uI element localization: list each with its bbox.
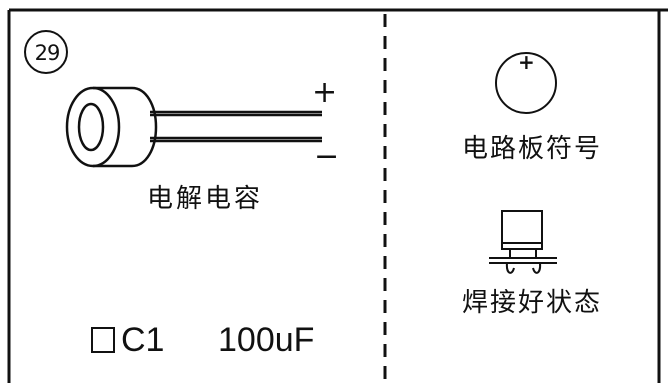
soldered-capacitor-drawing: [489, 210, 557, 274]
component-name: 电解电容: [146, 184, 263, 214]
item-number: 29: [34, 41, 61, 65]
negative-lead-mark: −: [314, 139, 340, 174]
done-checkbox[interactable]: [91, 327, 115, 353]
item-number-circle: [24, 30, 68, 74]
card-frame: [7, 8, 668, 383]
positive-lead-mark: +: [312, 75, 338, 110]
pcb-symbol-label: 电路板符号: [461, 134, 602, 164]
pcb-polarity-mark: +: [518, 50, 535, 74]
solder-state-label: 焊接好状态: [461, 288, 602, 318]
part-value: 100uF: [218, 321, 315, 359]
capacitor-drawing: [65, 86, 322, 168]
part-designator: C1: [121, 321, 165, 359]
pcb-symbol-circle: [495, 52, 557, 114]
